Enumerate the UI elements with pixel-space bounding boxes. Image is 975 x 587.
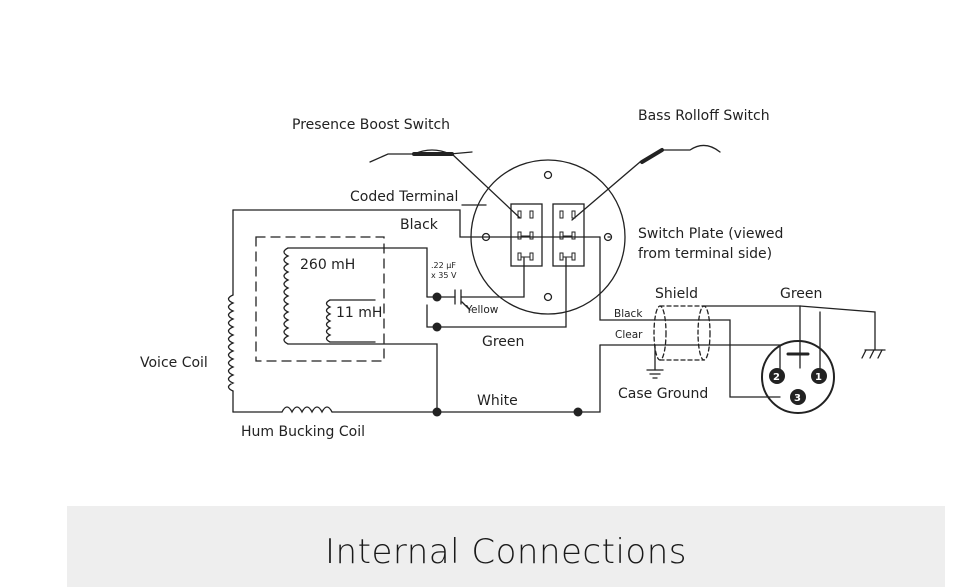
xlr-pin-3 <box>790 389 806 405</box>
switch-plate-label-1: Switch Plate (viewed <box>638 226 783 242</box>
black-wire-label: Black <box>400 217 439 233</box>
xlr-pin-1 <box>811 368 827 384</box>
case-ground-label: Case Ground <box>618 386 708 402</box>
clear-label: Clear <box>615 329 643 341</box>
presence-switch-terminal <box>510 203 543 267</box>
wiring-diagram: Presence Boost Switch Bass Rolloff Switc… <box>140 108 886 440</box>
pin-3-label: 3 <box>794 393 801 404</box>
transformer-box <box>255 236 385 362</box>
pin-1-label: 1 <box>815 372 822 383</box>
caption-bar: Internal Connections <box>67 506 945 587</box>
capacitor-value-1: .22 µF <box>431 261 456 270</box>
xlr-connector <box>761 340 835 414</box>
xlr-pin-2 <box>769 368 785 384</box>
pin-2-label: 2 <box>773 372 780 383</box>
bass-rolloff-switch-symbol <box>639 144 721 163</box>
inductor-11-label: 11 mH <box>336 305 382 321</box>
coded-terminal-label: Coded Terminal <box>350 189 458 205</box>
green-wire-label: Green <box>482 334 524 350</box>
yellow-wire-label: Yellow <box>465 304 499 316</box>
bass-rolloff-switch-label: Bass Rolloff Switch <box>638 108 770 124</box>
green-right-label: Green <box>780 286 822 302</box>
shield-label: Shield <box>655 286 698 302</box>
inductor-11mh-symbol <box>325 299 332 343</box>
caption-title: Internal Connections <box>325 532 687 572</box>
inductor-260-label: 260 mH <box>300 257 355 273</box>
bass-switch-terminal <box>552 203 585 267</box>
white-wire-label: White <box>477 393 518 409</box>
voice-coil-label: Voice Coil <box>140 355 208 371</box>
presence-boost-switch-label: Presence Boost Switch <box>292 117 450 133</box>
inductor-260mh-symbol <box>283 247 290 345</box>
capacitor-value-2: x 35 V <box>431 271 457 280</box>
hum-bucking-coil-label: Hum Bucking Coil <box>241 424 365 440</box>
switch-plate-label-2: from terminal side) <box>638 246 772 262</box>
hum-bucking-coil-symbol <box>281 406 333 414</box>
black-right-label: Black <box>614 308 643 320</box>
voice-coil-symbol <box>227 294 235 392</box>
